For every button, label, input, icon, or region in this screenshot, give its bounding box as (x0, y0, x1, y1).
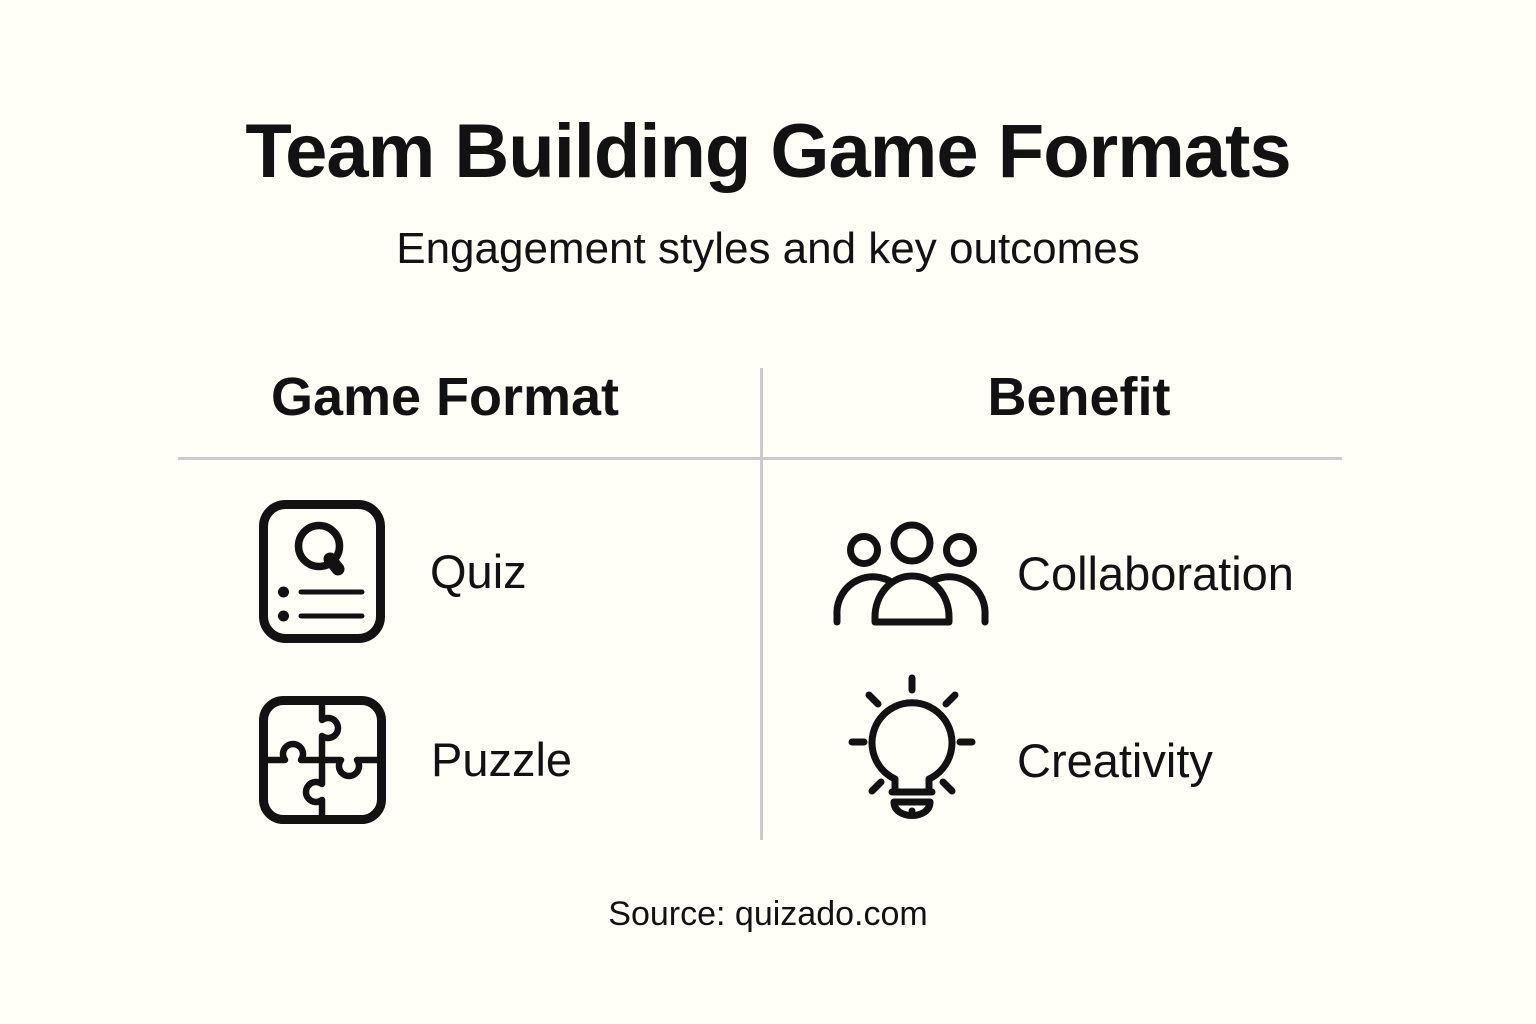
page-subtitle: Engagement styles and key outcomes (396, 224, 1140, 273)
table-row-collaboration: Collaboration (833, 520, 1294, 626)
row-label: Creativity (1017, 733, 1213, 787)
puzzle-icon (259, 695, 386, 824)
table-row-puzzle: Puzzle (259, 694, 572, 825)
row-label: Puzzle (431, 733, 573, 786)
column-header-benefit: Benefit (987, 367, 1171, 427)
quiz-card-icon (259, 500, 385, 643)
page-title: Team Building Game Formats (245, 109, 1291, 194)
people-group-icon (833, 520, 989, 626)
row-label: Quiz (430, 545, 527, 598)
table-row-quiz: Quiz (259, 500, 527, 643)
table-row-creativity: Creativity (848, 671, 1213, 831)
column-divider-line (760, 368, 763, 840)
row-label: Collaboration (1017, 546, 1294, 600)
column-header-game-format: Game Format (270, 367, 620, 427)
lightbulb-icon (848, 671, 978, 831)
source-credit: Source: quizado.com (608, 895, 928, 933)
